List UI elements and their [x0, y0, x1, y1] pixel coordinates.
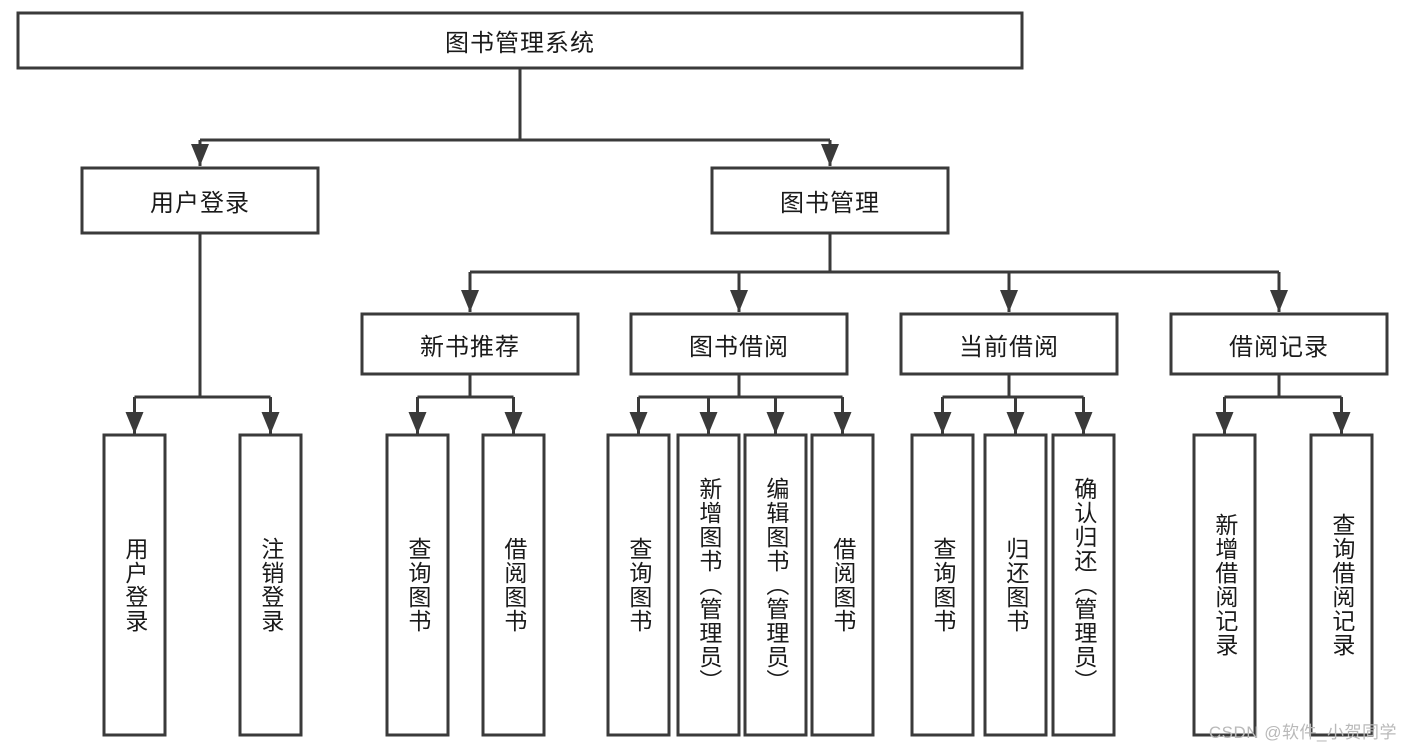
arrow-head-icon [191, 144, 209, 166]
leaf-node-box[interactable] [1192, 433, 1257, 737]
arrow-head-icon [1074, 412, 1093, 434]
level2-node-box[interactable] [80, 166, 320, 235]
arrow-head-icon [1332, 412, 1351, 434]
arrow-head-icon [408, 412, 427, 434]
box-layer [16, 11, 1389, 737]
root-node-box[interactable] [16, 11, 1024, 70]
level3-node-box[interactable] [899, 312, 1119, 376]
leaf-node-box[interactable] [385, 433, 450, 737]
leaf-node-box[interactable] [238, 433, 303, 737]
arrow-head-icon [504, 412, 523, 434]
level3-node-box[interactable] [1169, 312, 1389, 376]
arrow-head-icon [629, 412, 648, 434]
leaf-node-box[interactable] [606, 433, 671, 737]
arrow-head-icon [1000, 290, 1018, 312]
arrow-head-icon [461, 290, 479, 312]
arrow-head-icon [821, 144, 839, 166]
arrow-head-icon [833, 412, 852, 434]
leaf-node-box[interactable] [1309, 433, 1374, 737]
connector-layer [125, 68, 1351, 434]
watermark-text: CSDN @软件_小贺同学 [1208, 723, 1397, 742]
arrow-head-icon [125, 412, 144, 434]
level3-node-box[interactable] [629, 312, 849, 376]
leaf-node-box[interactable] [1051, 433, 1116, 737]
leaf-node-box[interactable] [910, 433, 975, 737]
arrow-head-icon [1215, 412, 1234, 434]
arrow-head-icon [261, 412, 280, 434]
arrow-head-icon [699, 412, 718, 434]
level2-node-box[interactable] [710, 166, 950, 235]
leaf-node-box[interactable] [983, 433, 1048, 737]
leaf-node-box[interactable] [102, 433, 167, 737]
arrow-head-icon [766, 412, 785, 434]
leaf-node-box[interactable] [743, 433, 808, 737]
arrow-head-icon [933, 412, 952, 434]
leaf-node-box[interactable] [481, 433, 546, 737]
leaf-node-box[interactable] [810, 433, 875, 737]
level3-node-box[interactable] [360, 312, 580, 376]
arrow-head-icon [730, 290, 748, 312]
leaf-node-box[interactable] [676, 433, 741, 737]
arrow-head-icon [1270, 290, 1288, 312]
arrow-head-icon [1006, 412, 1025, 434]
